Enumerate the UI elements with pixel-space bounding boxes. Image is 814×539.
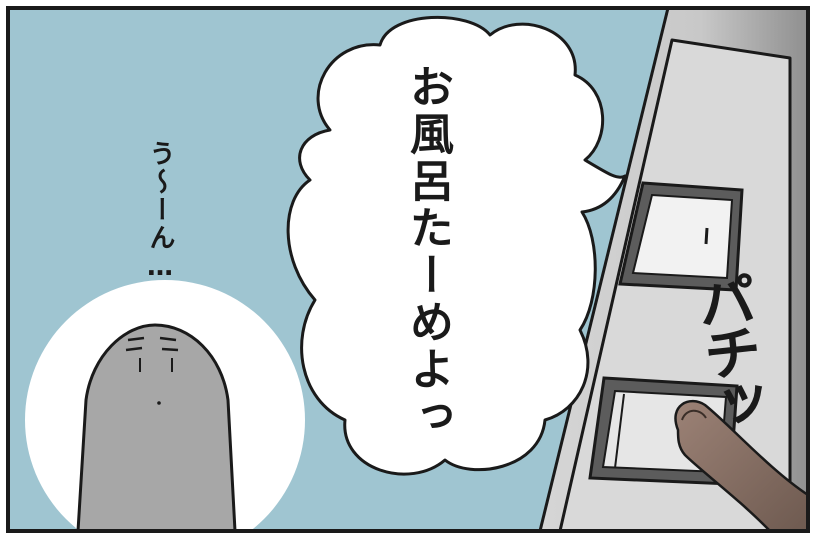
character-body <box>76 323 237 533</box>
character-brow-left <box>127 336 145 342</box>
upper-switch-button[interactable] <box>631 193 734 280</box>
character-eye-left <box>125 346 143 352</box>
panel-border <box>6 6 810 533</box>
fingernail <box>681 409 707 421</box>
thought-text: う〜ーん… <box>145 140 175 284</box>
wall-edge-line <box>538 7 670 532</box>
character-eye-right <box>161 347 179 352</box>
character-brow-right <box>159 336 177 342</box>
speech-bubble-text: お風呂たーめよっ <box>402 64 453 440</box>
character-mouth <box>157 401 161 405</box>
upper-switch-mark <box>704 227 709 245</box>
speech-bubble <box>286 15 627 476</box>
lower-switch-divider <box>614 393 625 469</box>
sound-effect-text: パチッ <box>685 268 769 431</box>
